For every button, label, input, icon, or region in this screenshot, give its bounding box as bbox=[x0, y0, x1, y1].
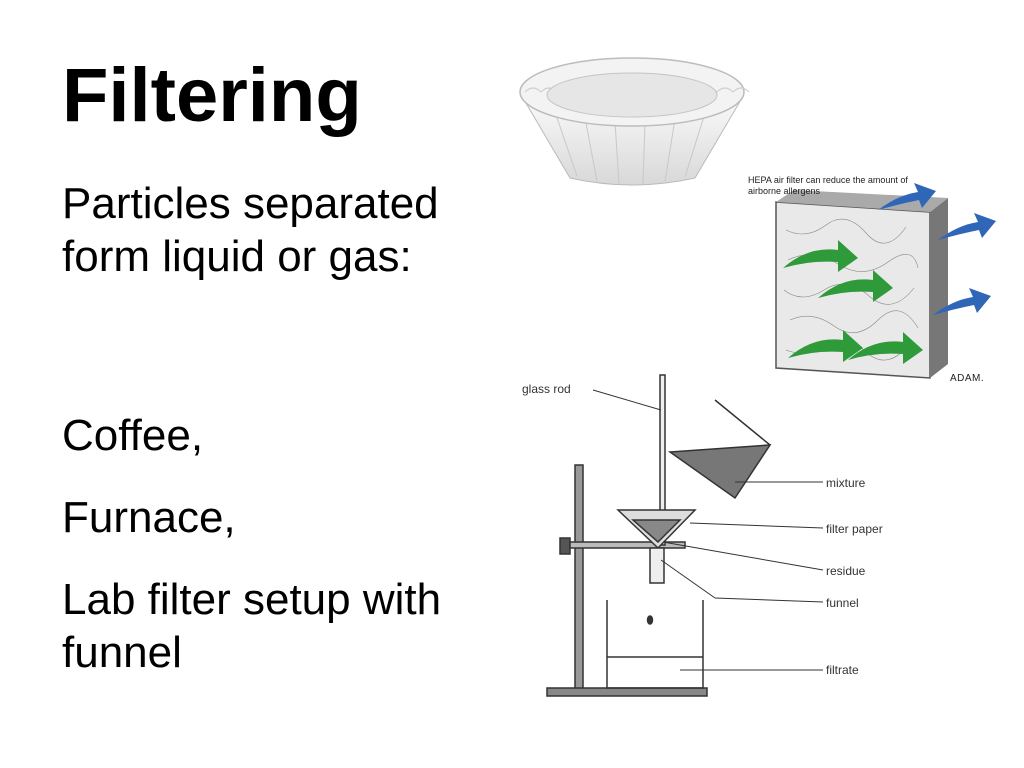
slide-title: Filtering bbox=[62, 53, 362, 138]
lab-filter-diagram bbox=[546, 374, 824, 697]
label-glass-rod: glass rod bbox=[522, 382, 571, 396]
coffee-filter-image bbox=[519, 57, 750, 186]
hepa-caption: HEPA air filter can reduce the amount of… bbox=[748, 175, 908, 196]
label-filter-paper: filter paper bbox=[826, 522, 883, 536]
adam-logo: ADAM. bbox=[950, 373, 985, 384]
label-filtrate: filtrate bbox=[826, 663, 859, 677]
intro-paragraph: Particles separated form liquid or gas: bbox=[62, 179, 439, 281]
label-residue: residue bbox=[826, 564, 866, 578]
example-lab-filter: Lab filter setup with funnel bbox=[62, 575, 442, 677]
hepa-filter-image bbox=[775, 183, 996, 379]
example-coffee: Coffee, bbox=[62, 411, 204, 460]
example-furnace: Furnace, bbox=[62, 493, 236, 542]
label-funnel: funnel bbox=[826, 596, 859, 610]
label-mixture: mixture bbox=[826, 476, 866, 490]
